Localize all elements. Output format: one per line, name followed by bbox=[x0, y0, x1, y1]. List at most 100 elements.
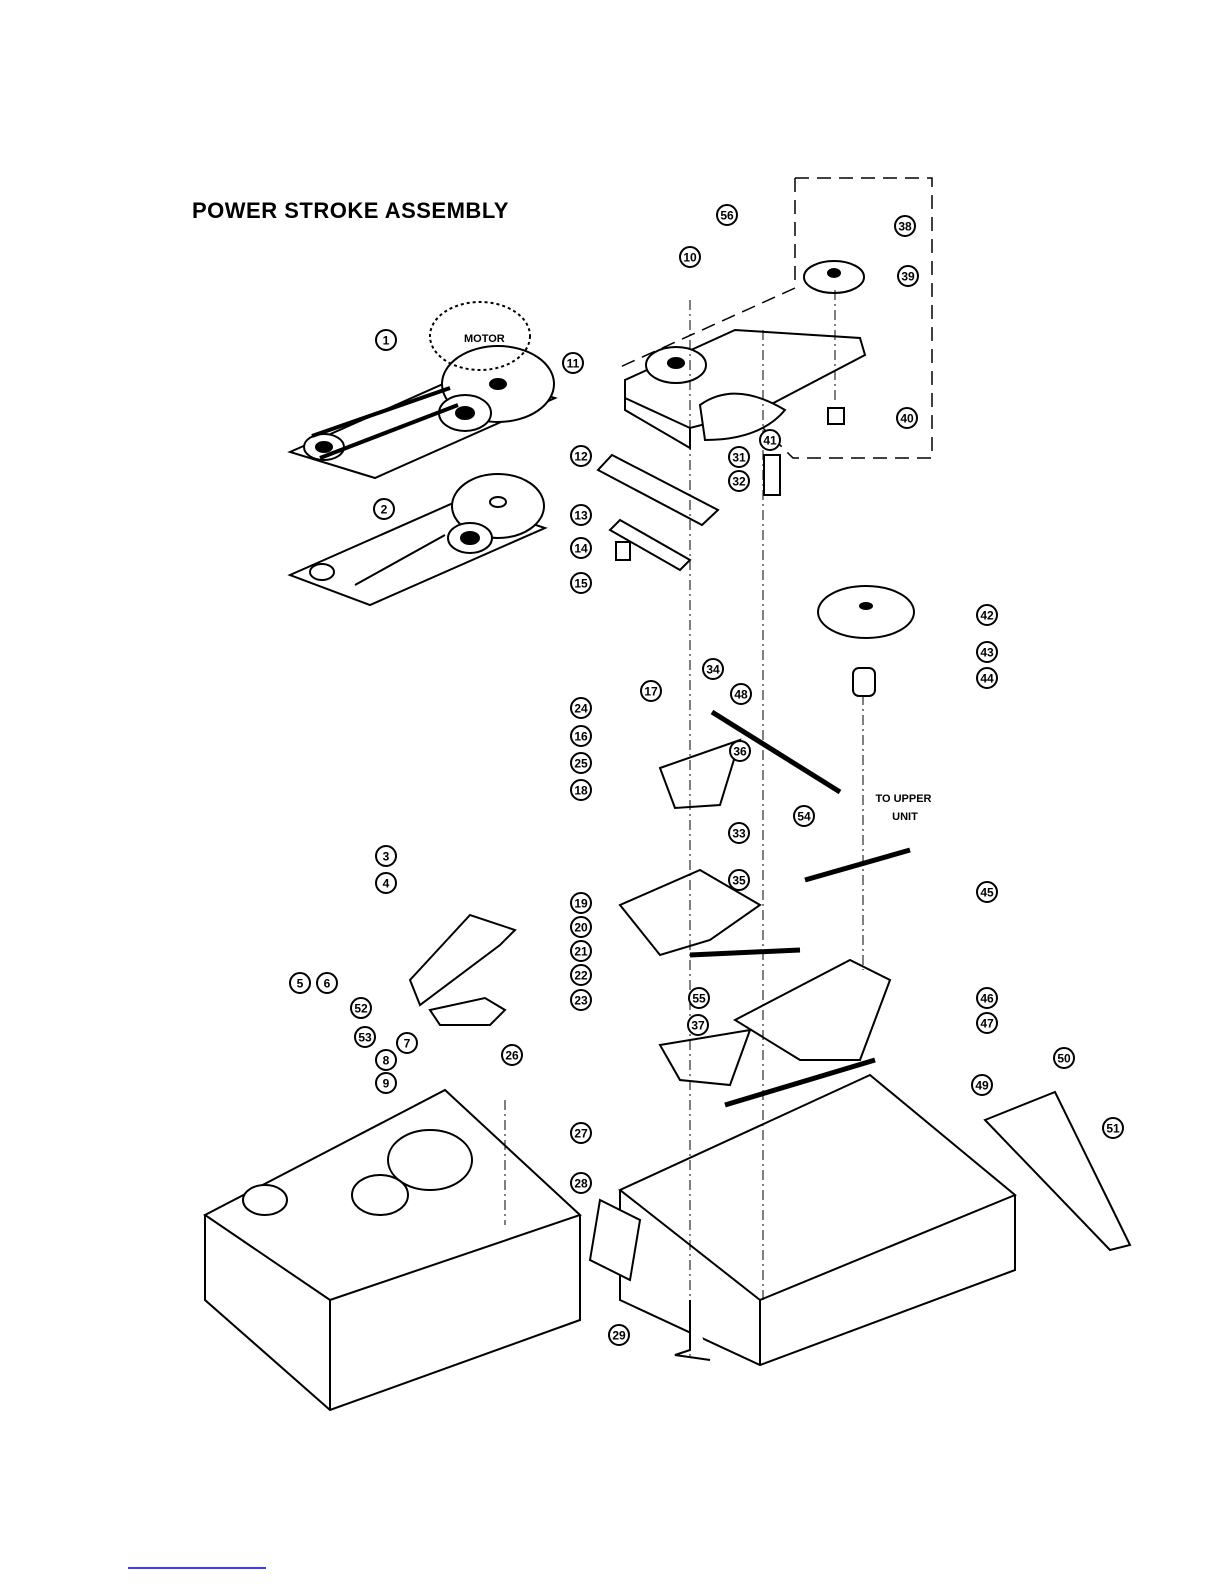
upper-housing-11 bbox=[625, 330, 865, 448]
upper-unit-line-2: UNIT bbox=[892, 811, 918, 823]
callout-33: 33 bbox=[729, 823, 749, 843]
footer-link-underline[interactable] bbox=[128, 1567, 266, 1569]
drive-plate-assembly-2 bbox=[290, 474, 545, 605]
callout-number: 55 bbox=[692, 992, 706, 1006]
mount-plate-7 bbox=[430, 998, 505, 1025]
callout-number: 22 bbox=[574, 969, 588, 983]
link-arm-22 bbox=[690, 950, 800, 955]
bracket-plate-12 bbox=[598, 455, 718, 525]
callout-number: 50 bbox=[1057, 1052, 1071, 1066]
callout-4: 4 bbox=[376, 873, 396, 893]
callout-number: 45 bbox=[980, 886, 994, 900]
callout-number: 27 bbox=[574, 1127, 588, 1141]
link-rod-45 bbox=[805, 850, 910, 880]
foot-post-29 bbox=[675, 1300, 710, 1360]
actuator-bracket-4 bbox=[410, 915, 515, 1005]
callout-8: 8 bbox=[376, 1050, 396, 1070]
post-32 bbox=[764, 455, 780, 495]
callout-number: 52 bbox=[354, 1002, 368, 1016]
callout-number: 48 bbox=[734, 688, 748, 702]
callout-number: 24 bbox=[574, 702, 588, 716]
drive-plate-assembly-1 bbox=[290, 302, 555, 478]
motor-label: MOTOR bbox=[464, 333, 505, 345]
callout-54: 54 bbox=[794, 806, 814, 826]
callout-53: 53 bbox=[355, 1027, 375, 1047]
callout-number: 56 bbox=[720, 209, 734, 223]
side-plate-28 bbox=[590, 1200, 640, 1280]
callout-number: 32 bbox=[732, 475, 746, 489]
callout-number: 40 bbox=[900, 412, 914, 426]
callout-number: 21 bbox=[574, 945, 588, 959]
callout-number: 33 bbox=[732, 827, 746, 841]
callout-number: 41 bbox=[763, 434, 777, 448]
callout-number: 5 bbox=[297, 977, 304, 991]
callout-7: 7 bbox=[397, 1033, 417, 1053]
callout-16: 16 bbox=[571, 726, 591, 746]
callout-2: 2 bbox=[374, 499, 394, 519]
callout-49: 49 bbox=[972, 1075, 992, 1095]
callout-number: 3 bbox=[383, 850, 390, 864]
callout-52: 52 bbox=[351, 998, 371, 1018]
callout-17: 17 bbox=[641, 681, 661, 701]
callout-13: 13 bbox=[571, 505, 591, 525]
callout-number: 1 bbox=[383, 334, 390, 348]
cam-lever-25-lower bbox=[660, 1030, 750, 1085]
callout-19: 19 bbox=[571, 893, 591, 913]
base-housing bbox=[620, 1075, 1015, 1365]
callout-43: 43 bbox=[977, 642, 997, 662]
callout-55: 55 bbox=[689, 988, 709, 1008]
callout-number: 34 bbox=[706, 663, 720, 677]
callout-number: 47 bbox=[980, 1017, 994, 1031]
callout-number: 14 bbox=[574, 542, 588, 556]
callout-number: 23 bbox=[574, 994, 588, 1008]
callout-number: 54 bbox=[797, 810, 811, 824]
callout-number: 31 bbox=[732, 451, 746, 465]
pulley-42 bbox=[818, 586, 914, 638]
callout-number: 26 bbox=[505, 1049, 519, 1063]
callout-number: 6 bbox=[324, 977, 331, 991]
callout-number: 49 bbox=[975, 1079, 989, 1093]
callout-36: 36 bbox=[730, 741, 750, 761]
callout-3: 3 bbox=[376, 846, 396, 866]
callout-29: 29 bbox=[609, 1325, 629, 1345]
callout-37: 37 bbox=[688, 1015, 708, 1035]
callout-number: 11 bbox=[567, 357, 580, 371]
callout-10: 10 bbox=[680, 247, 700, 267]
callout-number: 28 bbox=[574, 1177, 588, 1191]
upper-unit-line-1: TO UPPER bbox=[875, 793, 931, 805]
callout-20: 20 bbox=[571, 917, 591, 937]
callout-number: 37 bbox=[691, 1019, 705, 1033]
cam-lever-25-upper bbox=[660, 740, 740, 808]
callout-12: 12 bbox=[571, 446, 591, 466]
callout-9: 9 bbox=[376, 1073, 396, 1093]
callout-21: 21 bbox=[571, 941, 591, 961]
callout-18: 18 bbox=[571, 780, 591, 800]
callout-number: 35 bbox=[732, 874, 746, 888]
callout-27: 27 bbox=[571, 1123, 591, 1143]
callout-25: 25 bbox=[571, 753, 591, 773]
callout-46: 46 bbox=[977, 988, 997, 1008]
callout-11: 11 bbox=[563, 353, 583, 373]
callout-39: 39 bbox=[898, 266, 918, 286]
callout-number: 51 bbox=[1106, 1122, 1120, 1136]
callout-35: 35 bbox=[729, 870, 749, 890]
callout-34: 34 bbox=[703, 659, 723, 679]
callout-number: 8 bbox=[383, 1054, 390, 1068]
callout-number: 42 bbox=[980, 609, 994, 623]
callout-number: 7 bbox=[404, 1037, 411, 1051]
callout-number: 4 bbox=[383, 877, 390, 891]
block-40 bbox=[828, 408, 844, 424]
callout-32: 32 bbox=[729, 471, 749, 491]
hub-44 bbox=[853, 668, 875, 696]
callout-26: 26 bbox=[502, 1045, 522, 1065]
callout-number: 17 bbox=[644, 685, 658, 699]
callout-number: 13 bbox=[574, 509, 588, 523]
callout-5: 5 bbox=[290, 973, 310, 993]
assembled-base-left bbox=[205, 1090, 580, 1410]
callout-14: 14 bbox=[571, 538, 591, 558]
callout-number: 53 bbox=[358, 1031, 372, 1045]
callout-40: 40 bbox=[897, 408, 917, 428]
callout-28: 28 bbox=[571, 1173, 591, 1193]
callout-48: 48 bbox=[731, 684, 751, 704]
